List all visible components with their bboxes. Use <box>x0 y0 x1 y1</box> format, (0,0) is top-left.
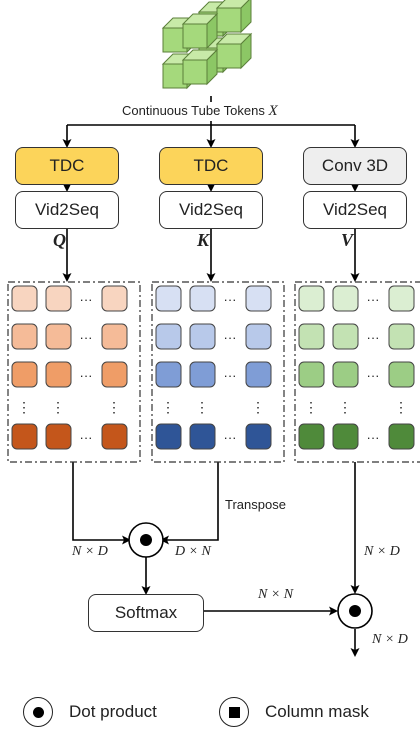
dim-softmax-out-label: N × N <box>258 587 294 602</box>
tube-tokens-cube-icon <box>161 0 253 90</box>
matrix-cell <box>11 361 38 388</box>
ellipsis-vertical: ⋮ <box>338 399 352 415</box>
matrix-cell <box>11 323 38 350</box>
transpose-label: Transpose <box>225 497 286 512</box>
ellipsis-vertical: ⋮ <box>161 399 175 415</box>
matrix-cell <box>155 423 182 450</box>
output-dot-product-center <box>349 605 361 617</box>
ellipsis-vertical: ⋮ <box>195 399 209 415</box>
arrow-q-to-dot <box>72 462 131 545</box>
matrix-cell <box>332 361 359 388</box>
matrix-cell <box>155 323 182 350</box>
matrix-cell <box>332 423 359 450</box>
matrix-cell <box>45 285 72 312</box>
dim-output-label: N × D <box>372 632 408 647</box>
ellipsis-vertical: ⋮ <box>304 399 318 415</box>
vid2seq-encoder-q: Vid2Seq <box>15 191 119 229</box>
matrix-cell <box>45 323 72 350</box>
vid2seq-encoder-k: Vid2Seq <box>159 191 263 229</box>
dim-k-label: D × N <box>175 544 211 559</box>
matrix-cell <box>189 323 216 350</box>
ellipsis-horizontal: ··· <box>224 292 237 307</box>
matrix-cell <box>332 323 359 350</box>
matrix-cell <box>245 361 272 388</box>
dim-q-label: N × D <box>72 544 108 559</box>
matrix-cell <box>155 285 182 312</box>
column-mask-legend-icon <box>219 697 249 727</box>
matrix-cell <box>189 285 216 312</box>
ellipsis-horizontal: ··· <box>80 292 93 307</box>
ellipsis-horizontal: ··· <box>224 330 237 345</box>
dot-product-legend-label: Dot product <box>69 702 157 721</box>
matrix-cell <box>332 285 359 312</box>
matrix-cell <box>155 361 182 388</box>
token-cube <box>181 12 219 50</box>
matrix-cell <box>298 361 325 388</box>
key-symbol: K <box>197 230 210 250</box>
matrix-cell <box>388 361 415 388</box>
ellipsis-horizontal: ··· <box>367 330 380 345</box>
matrix-cell <box>388 423 415 450</box>
matrix-frame-k <box>151 281 285 463</box>
matrix-cell <box>101 361 128 388</box>
matrix-cell <box>298 285 325 312</box>
arrow-k-to-dot <box>160 462 219 545</box>
matrix-cell <box>388 323 415 350</box>
tdc-block-k: TDC <box>159 147 263 185</box>
matrix-cell <box>245 285 272 312</box>
ellipsis-horizontal: ··· <box>367 368 380 383</box>
tdc-block-q: TDC <box>15 147 119 185</box>
ellipsis-horizontal: ··· <box>80 430 93 445</box>
matrix-cell <box>101 323 128 350</box>
softmax-block: Softmax <box>88 594 204 632</box>
matrix-cell <box>388 285 415 312</box>
matrix-cell <box>11 285 38 312</box>
qkv-matrices: ··· ··· ··· ··· ⋮ ⋮ ⋮ ··· ··· ··· ··· ⋮ ⋮ ⋮ ··· ··· ··· ·… <box>7 281 420 463</box>
matrix-cell <box>45 423 72 450</box>
ellipsis-vertical: ⋮ <box>51 399 65 415</box>
ellipsis-horizontal: ··· <box>80 368 93 383</box>
vid2seq-encoder-v: Vid2Seq <box>303 191 407 229</box>
ellipsis-vertical: ⋮ <box>394 399 408 415</box>
input-label-text: Continuous Tube Tokens <box>122 103 265 118</box>
value-symbol: V <box>341 230 354 250</box>
matrix-cell <box>189 361 216 388</box>
ellipsis-vertical: ⋮ <box>107 399 121 415</box>
ellipsis-horizontal: ··· <box>224 368 237 383</box>
matrix-cell <box>45 361 72 388</box>
matrix-frame-v <box>294 281 420 463</box>
ellipsis-horizontal: ··· <box>224 430 237 445</box>
matrix-frame-q <box>7 281 141 463</box>
dot-product-center <box>140 534 152 546</box>
conv3d-block-v: Conv 3D <box>303 147 407 185</box>
input-symbol: X <box>268 103 278 119</box>
column-mask-legend-label: Column mask <box>265 702 369 721</box>
token-cube <box>215 0 252 34</box>
ellipsis-horizontal: ··· <box>367 430 380 445</box>
query-symbol: Q <box>53 230 66 250</box>
ellipsis-vertical: ⋮ <box>251 399 265 415</box>
matrix-cell <box>298 323 325 350</box>
ellipsis-vertical: ⋮ <box>17 399 31 415</box>
token-cube <box>215 32 253 70</box>
ellipsis-horizontal: ··· <box>80 330 93 345</box>
matrix-cell <box>245 423 272 450</box>
input-label: Continuous Tube Tokens X <box>122 103 278 120</box>
matrix-cell <box>101 423 128 450</box>
token-cube <box>181 48 219 86</box>
ellipsis-horizontal: ··· <box>367 292 380 307</box>
matrix-cell <box>189 423 216 450</box>
dot-product-legend-icon <box>23 697 53 727</box>
matrix-cell <box>298 423 325 450</box>
matrix-cell <box>101 285 128 312</box>
dim-v-label: N × D <box>364 544 400 559</box>
matrix-cell <box>11 423 38 450</box>
matrix-cell <box>245 323 272 350</box>
